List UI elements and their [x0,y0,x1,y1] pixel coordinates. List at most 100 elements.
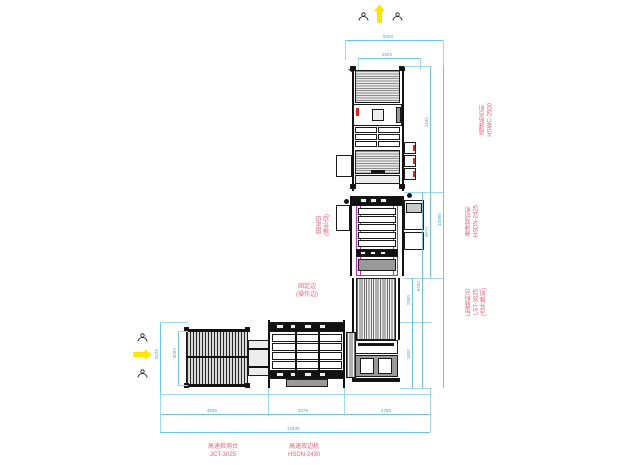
dimension-line [358,58,420,59]
inline-label-text: 固定边 [297,284,316,290]
machine-window [360,251,366,255]
machine-frame-rail [352,66,354,191]
dimension-text: 4500 [206,408,219,413]
machine-base [286,379,328,387]
machine-foot [399,184,405,189]
extension-line [404,66,432,67]
machine-detail [358,343,394,346]
dimension-line [345,40,443,41]
machine-shelf [358,232,396,239]
machine-detail [371,170,385,173]
operator-icon [392,8,403,21]
operator-icon [137,365,148,378]
loader-plate [406,203,422,213]
machine-foot [399,66,405,71]
machine-frame-rail [268,320,270,388]
extension-line [404,278,444,279]
machine-shelf [358,208,396,215]
dimension-line [412,278,413,322]
extension-line [268,388,269,416]
equipment-label-hsdn2430: 高速双边机 HSDN-2430 [288,444,320,459]
indicator-mark [413,145,415,151]
machine-shelf [272,361,342,369]
table-edge-rail [186,384,248,387]
machine-frame-rail [398,278,400,340]
dimension-line [160,414,430,415]
conveyor-section [355,70,400,103]
machine-foot [350,184,356,189]
equipment-name: L型转料台 [466,288,472,316]
extension-line [430,388,431,432]
dimension-text: 1800 [406,348,411,361]
equipment-note: (含升降机) [481,288,487,316]
equipment-model: HSDN-2425 [473,205,480,238]
machine-frame-rail [402,66,404,191]
dimension-text: 2500 [381,52,394,57]
lift-panel [378,358,392,374]
machine-frame-rail [402,196,404,276]
extension-line [160,322,188,323]
machine-window [372,109,384,121]
arrow-up-icon [374,4,385,23]
arrow-right-icon [133,347,152,360]
machine-base-beam [356,249,398,257]
machine-shelf [272,352,342,360]
table-edge-rail [186,329,248,332]
dimension-line [422,192,423,388]
machine-base [358,259,396,271]
equipment-model: JCT-3025 [210,451,237,458]
machine-shelf [272,334,342,342]
dimension-text: 4870 [424,226,429,239]
indicator-mark [413,158,415,164]
machine-frame-rail [350,196,352,276]
equipment-label-lst3025: L型转料台 LST-3025 (含升降机) [466,288,489,316]
machine-window [380,198,387,203]
dimension-text: 8200 [416,280,421,293]
dimension-text: 12640 [286,426,301,431]
extension-line [178,385,188,386]
machine-window [360,198,367,203]
machine-foot [352,378,400,382]
dimension-text: 3000 [172,347,177,360]
dimension-text: 10950 [437,212,442,227]
inline-label-sub: (操作边) [324,214,331,236]
dimension-line [430,192,431,278]
machine-divider [295,322,297,380]
equipment-model: HSWC-2500 [487,103,494,137]
machine-foot [245,383,250,388]
conveyor-link [346,332,356,378]
extension-line [160,394,430,395]
tray-cell [378,134,400,140]
inline-label-fixed-edge: 固定边 (操作边) [296,284,318,299]
machine-window [290,324,298,329]
dimension-text: 2765 [380,408,393,413]
operator-icon [137,329,148,342]
machine-window [276,372,284,377]
indicator-mark [413,171,415,177]
equipment-name: 高速双边机 [289,444,320,450]
equipment-model: HSDN-2430 [288,451,321,458]
extension-line [400,388,432,389]
pivot-joint [407,193,412,198]
extension-line [160,414,161,434]
machine-shelf [272,343,342,351]
loader-base [404,232,424,250]
machine-foot [350,66,356,71]
side-bracket [336,205,350,231]
equipment-name: 高速检测台 [208,444,239,450]
machine-frame-rail [343,320,345,388]
tray-cell [355,127,377,133]
equipment-label-hswc2500: 高速贴合机 HSWC-2500 [480,103,495,137]
machine-frame-rail [352,278,354,340]
extension-line [178,331,188,332]
machine-window [276,324,284,329]
inspection-table-deck [186,331,248,385]
machine-side-panel [396,107,401,123]
dimension-line [160,322,161,394]
machine-divider [318,322,320,380]
inline-label-sub: (操作边) [296,291,318,298]
inline-label-fixed-edge-vertical: 固定边 (操作边) [317,214,332,236]
machine-window [380,251,386,255]
machine-foot [245,327,250,332]
